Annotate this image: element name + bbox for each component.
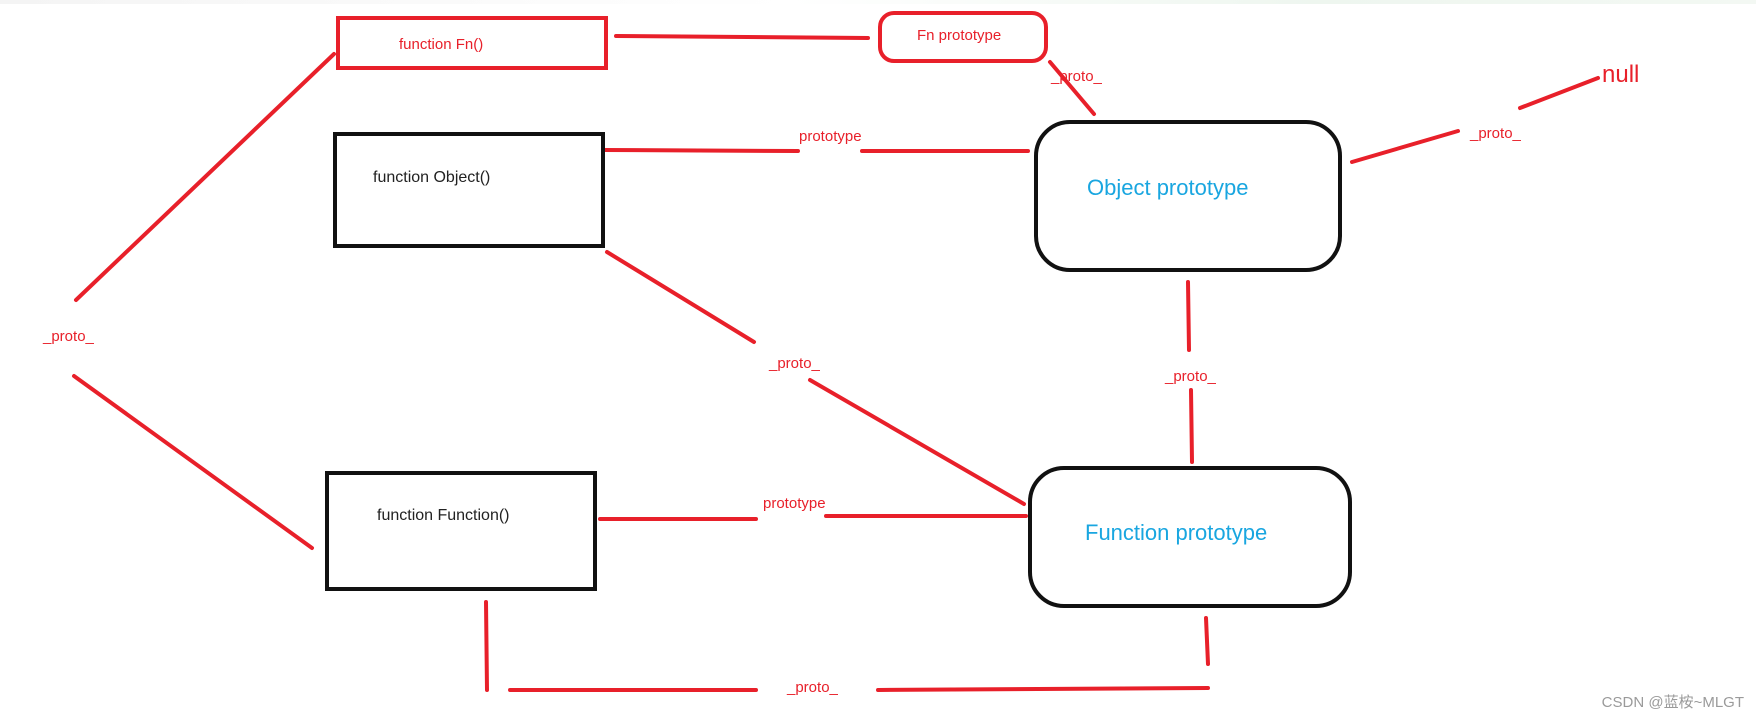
null-label: null (1602, 61, 1639, 88)
objproto-null-proto-label: _proto_ (1469, 125, 1522, 142)
left-proto-label: _proto_ (42, 328, 95, 345)
edge-left-lower (72, 374, 314, 550)
object-prototype-box (1034, 120, 1342, 272)
function-prototype-box (1028, 466, 1352, 608)
function-prototype-label: Function prototype (1085, 520, 1267, 545)
edge-fnprototype-to-objectprototype (1048, 60, 1096, 116)
edge-left-upper (74, 52, 336, 302)
object-fn-box (333, 132, 605, 248)
fn-prototype-box (878, 11, 1048, 63)
fn-prototype-label: Fn prototype (917, 27, 1001, 44)
edge-fnproto-objproto-upper (1186, 280, 1191, 352)
edge-fn-to-fnprototype (614, 34, 870, 40)
watermark: CSDN @蓝桉~MLGT (1601, 694, 1744, 711)
edge-object-proto-lower (808, 378, 1026, 506)
function-fn-box (325, 471, 597, 591)
fn-box (336, 16, 608, 70)
function-fn-label: function Function() (377, 507, 510, 524)
function-prototype-edge-label: prototype (763, 495, 826, 512)
edge-objectprototype-to-null-b (1518, 76, 1600, 110)
edge-bottom-left-vertical (484, 600, 489, 692)
edge-object-proto-upper (605, 250, 756, 344)
fn-label: function Fn() (399, 36, 483, 53)
edge-bottom-horizontal-right (876, 686, 1210, 692)
fnprototype-proto-label: _proto_ (1050, 68, 1103, 85)
edge-fnproto-objproto-lower (1189, 388, 1194, 464)
object-prototype-edge-label: prototype (799, 128, 862, 145)
edge-objectprototype-to-null-a (1350, 129, 1460, 164)
top-strip (0, 0, 1756, 4)
bottom-proto-label: _proto_ (786, 679, 839, 696)
object-proto-edge-label: _proto_ (768, 355, 821, 372)
fnproto-objproto-label: _proto_ (1164, 368, 1217, 385)
object-prototype-label: Object prototype (1087, 175, 1248, 200)
object-fn-label: function Object() (373, 169, 490, 186)
edge-bottom-right-vertical (1204, 616, 1210, 666)
edge-object-prototype-left (602, 148, 800, 153)
